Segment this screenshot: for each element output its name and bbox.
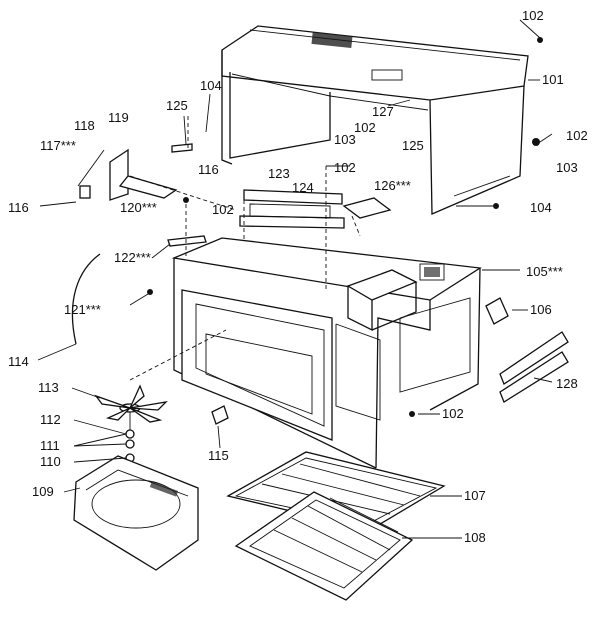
callout-126: 126*** xyxy=(374,178,411,193)
callout-112: 112 xyxy=(40,412,61,427)
callout-106: 106 xyxy=(530,302,552,317)
callout-102: 102 xyxy=(522,8,544,23)
callout-128: 128 xyxy=(556,376,578,391)
callout-118: 118 xyxy=(74,118,95,133)
callout-102: 102 xyxy=(442,406,464,421)
callout-115: 115 xyxy=(208,448,229,463)
stirrer-fan-113 xyxy=(94,384,168,463)
callout-108: 108 xyxy=(464,530,486,545)
callout-123: 123 xyxy=(268,166,290,181)
callout-124: 124 xyxy=(292,180,314,195)
callout-127: 127 xyxy=(372,104,394,119)
callout-125: 125 xyxy=(402,138,424,153)
oven-chassis-105 xyxy=(171,237,482,469)
callout-labels: 102 101 104 125 119 118 117*** 127 102 1… xyxy=(8,8,588,545)
leader-lines xyxy=(37,19,553,539)
callout-102: 102 xyxy=(334,160,356,175)
callout-117: 117*** xyxy=(40,138,76,153)
callout-121: 121*** xyxy=(64,302,101,317)
callout-102: 102 xyxy=(212,202,234,217)
callout-103: 103 xyxy=(556,160,578,175)
callout-103: 103 xyxy=(334,132,356,147)
side-parts-106-128 xyxy=(485,297,569,403)
callout-104: 104 xyxy=(530,200,552,215)
callout-120: 120*** xyxy=(120,200,157,215)
callout-111: 111 xyxy=(40,438,60,453)
callout-116: 116 xyxy=(8,200,29,215)
callout-102: 102 xyxy=(354,120,376,135)
top-brackets-123-124 xyxy=(239,189,392,229)
callout-104: 104 xyxy=(200,78,222,93)
callout-109: 109 xyxy=(32,484,54,499)
base-cover-109 xyxy=(73,455,199,571)
callout-105: 105*** xyxy=(526,264,563,279)
callout-114: 114 xyxy=(8,354,29,369)
callout-119: 119 xyxy=(108,110,129,125)
callout-125: 125 xyxy=(166,98,188,113)
assembly-guides xyxy=(129,116,361,381)
callout-102: 102 xyxy=(566,128,588,143)
callout-107: 107 xyxy=(464,488,486,503)
outer-cabinet-101 xyxy=(221,25,543,215)
callout-116: 116 xyxy=(198,162,219,177)
callout-113: 113 xyxy=(38,380,59,395)
drip-tray-108 xyxy=(234,491,414,601)
callout-101: 101 xyxy=(542,72,564,87)
callout-110: 110 xyxy=(40,454,61,469)
callout-122: 122*** xyxy=(114,250,151,265)
